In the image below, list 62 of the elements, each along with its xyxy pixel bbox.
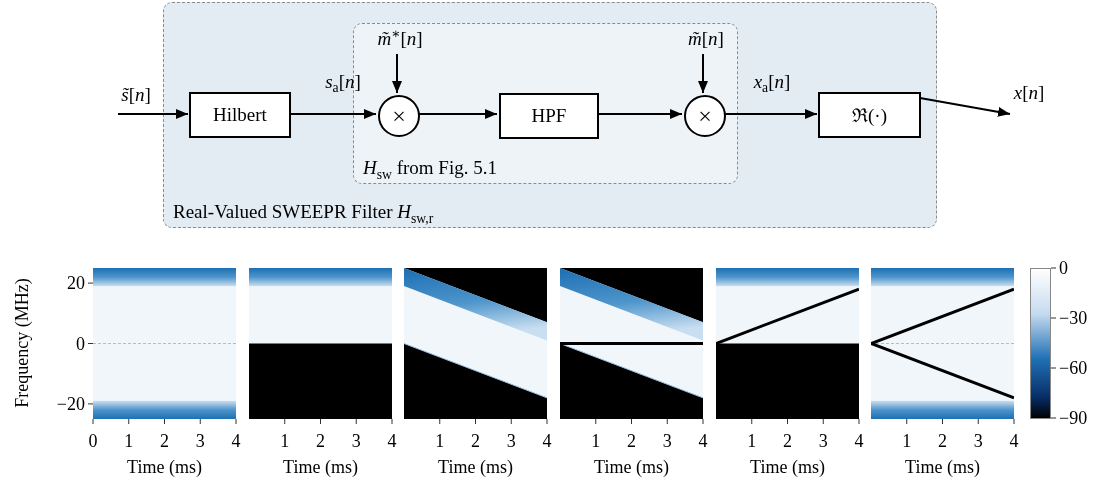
signal-label: x[n] <box>1008 82 1050 114</box>
tick-label: 0 <box>1059 259 1068 277</box>
axis-title: Time (ms) <box>594 458 669 476</box>
signal-label: m̃[n] <box>682 28 730 56</box>
tick-label: −60 <box>1059 359 1088 377</box>
process-box: Hilbert <box>189 92 291 138</box>
arrow <box>392 53 402 94</box>
tick-label: 3 <box>662 432 672 450</box>
tick-label: 1 <box>747 432 757 450</box>
tick-label: 1 <box>124 432 134 450</box>
axis-title: Time (ms) <box>283 458 358 476</box>
tick-label: −90 <box>1059 409 1088 427</box>
edge-label: x$_{a}$[n] <box>753 71 791 93</box>
tick-label: 4 <box>231 432 241 450</box>
edge-label: s$_{a}$[n] <box>325 71 361 93</box>
tick-label: 1 <box>591 432 601 450</box>
tick-label: 4 <box>854 432 864 450</box>
tick-label: 0 <box>88 432 98 450</box>
tick-label: 2 <box>471 432 480 450</box>
arrow <box>289 109 377 119</box>
tick-label: 1 <box>435 432 445 450</box>
tick-label: −20 <box>56 394 85 413</box>
arrow <box>417 109 498 119</box>
filter-group-panel <box>353 23 738 184</box>
signal-label: m̃$^{∗}$[n] <box>372 28 428 56</box>
tick-label: 3 <box>195 432 205 450</box>
tick-label: 3 <box>351 432 361 450</box>
arrow <box>596 109 683 119</box>
process-box: HPF <box>499 93 599 139</box>
group-label: Real-Valued SWEEPR Filter H$_{sw,r}$ <box>173 202 434 223</box>
tick-label: 4 <box>542 432 552 450</box>
signal-label: s̃[n] <box>116 84 156 114</box>
axis-title: Frequency (MHz) <box>13 278 31 408</box>
tick-label: 2 <box>160 432 169 450</box>
tick-label: 0 <box>76 334 85 353</box>
multiplier-circle: × <box>378 95 420 137</box>
tick-label: 2 <box>316 432 325 450</box>
tick-label: −30 <box>1059 309 1088 327</box>
tick-label: 2 <box>938 432 947 450</box>
arrow <box>919 97 1011 117</box>
tick-label: 3 <box>506 432 516 450</box>
tick-label: 1 <box>902 432 912 450</box>
tick-label: 3 <box>973 432 983 450</box>
filter-group-panel <box>163 2 937 228</box>
tick-label: 4 <box>387 432 397 450</box>
tick-label: 4 <box>698 432 708 450</box>
arrow <box>117 109 189 119</box>
tick-label: 4 <box>1009 432 1019 450</box>
tick-label: 2 <box>783 432 792 450</box>
axis-title: Time (ms) <box>905 458 980 476</box>
tick-label: 1 <box>280 432 290 450</box>
multiplier-circle: × <box>684 95 726 137</box>
tick-label: 20 <box>67 274 85 293</box>
group-label: H$_{sw}$ from Fig. 5.1 <box>363 158 497 179</box>
axis-title: Time (ms) <box>127 458 202 476</box>
arrow <box>698 53 708 94</box>
axis-title: Time (ms) <box>750 458 825 476</box>
tick-label: 3 <box>818 432 828 450</box>
axis-title: Time (ms) <box>438 458 513 476</box>
tick-label: 2 <box>627 432 636 450</box>
arrow <box>723 109 818 119</box>
process-box: ℜ(·) <box>818 92 921 138</box>
